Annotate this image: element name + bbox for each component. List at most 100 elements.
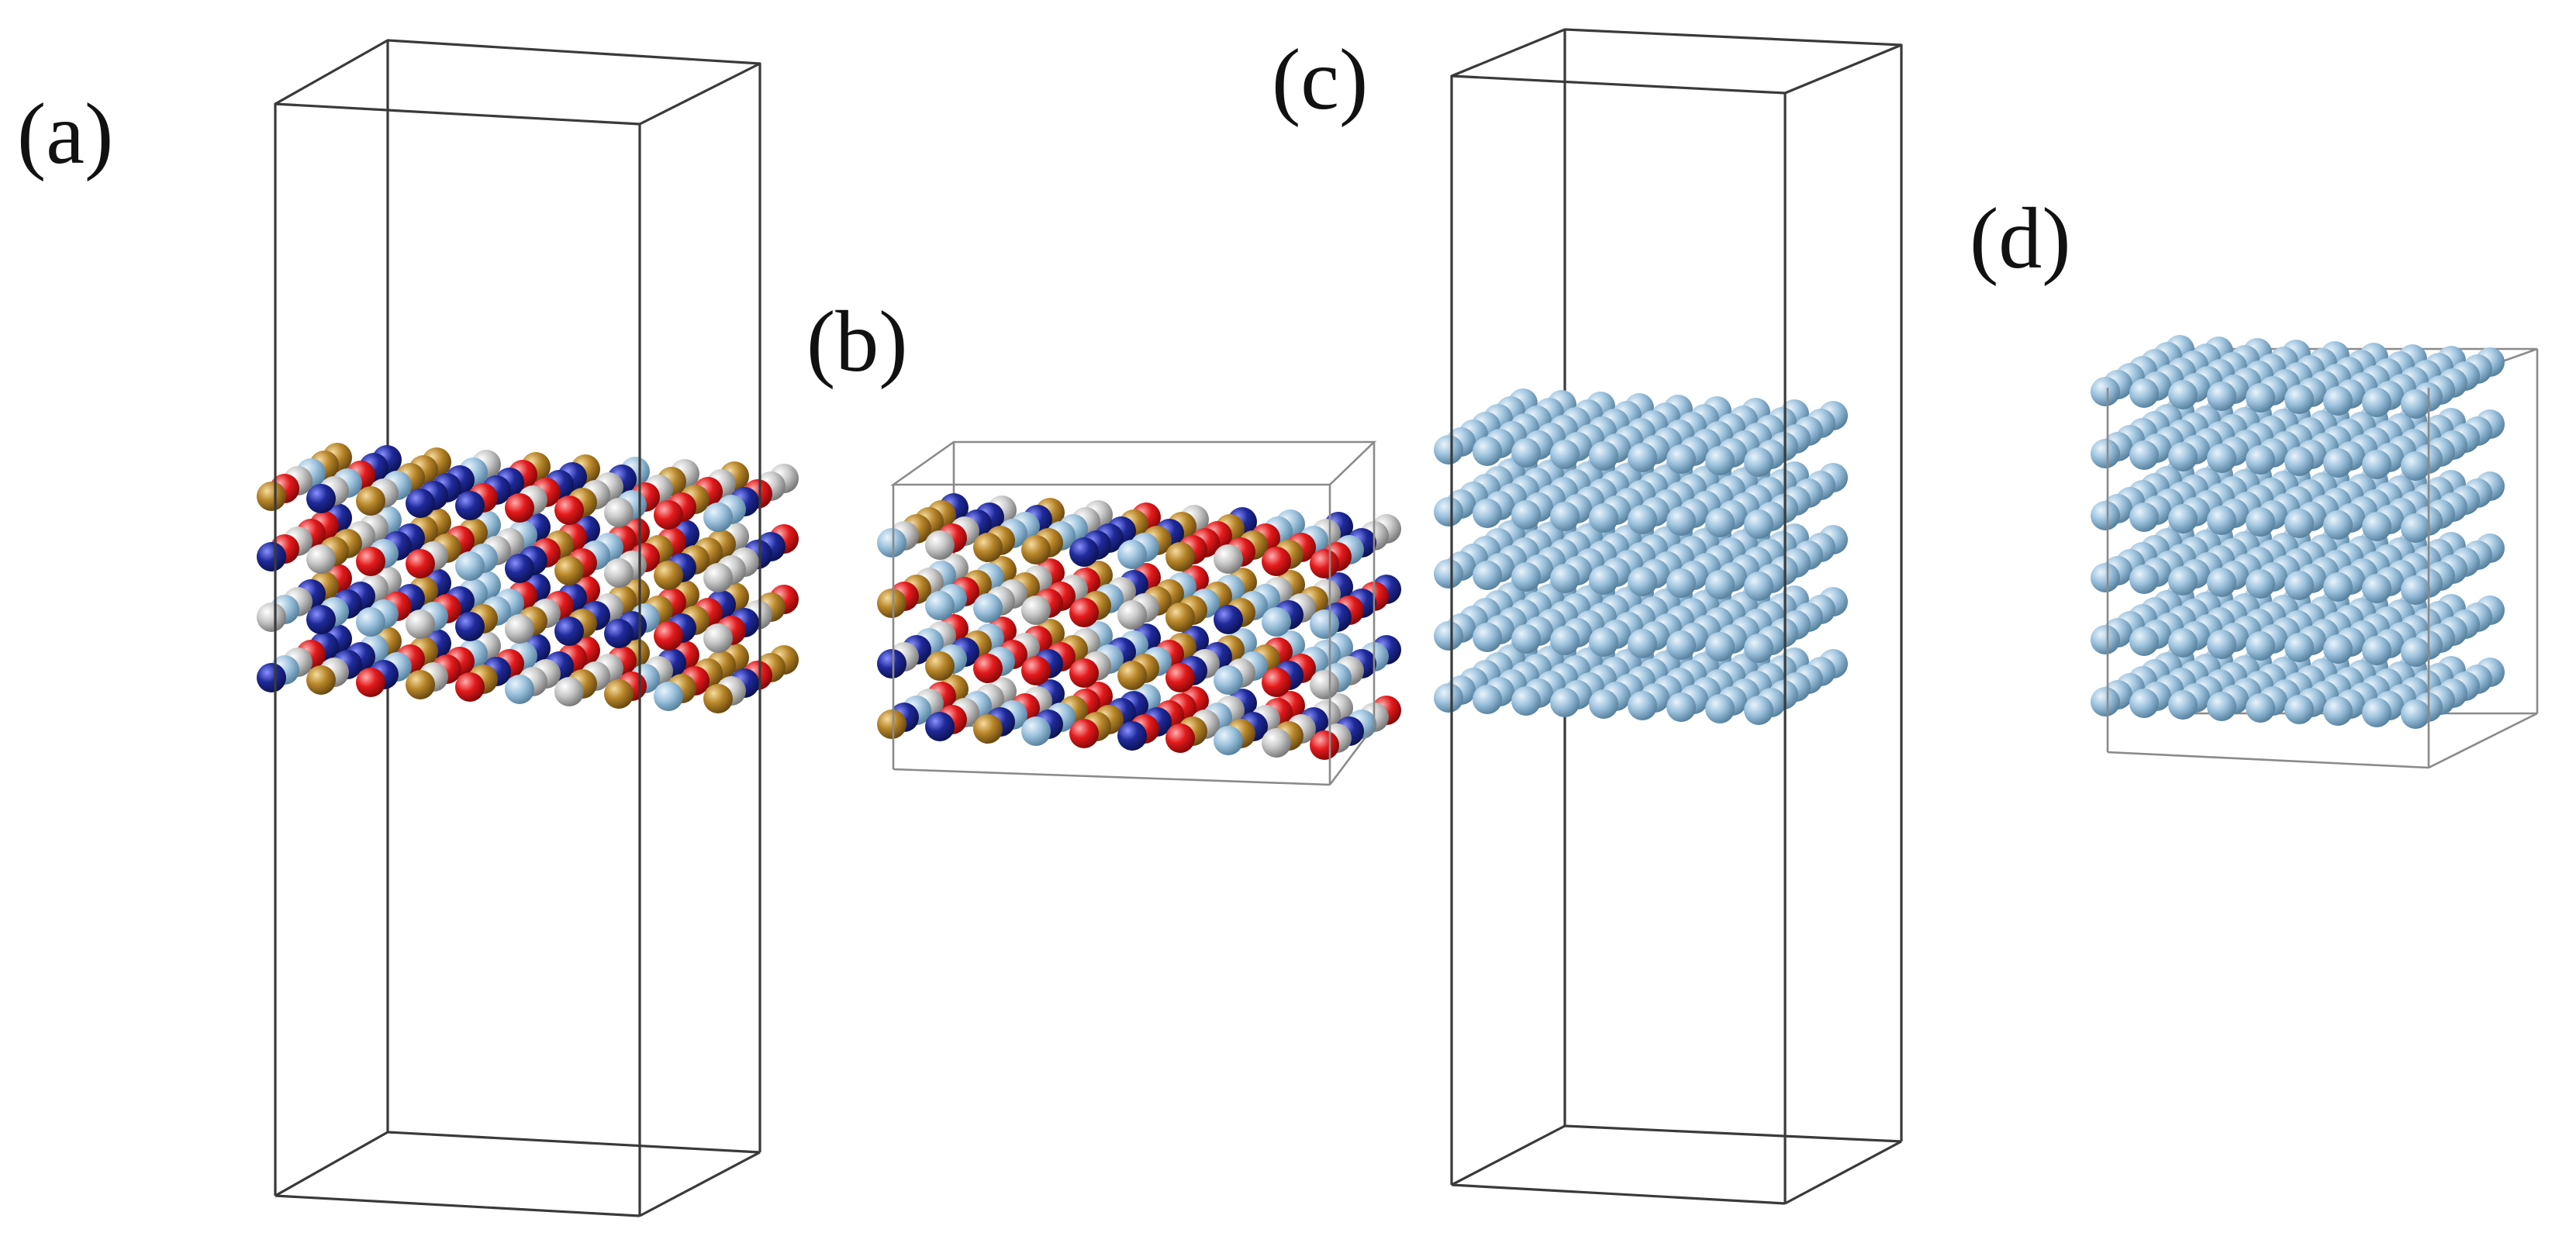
atom-light-blue (2323, 510, 2353, 540)
atom-light-blue (2284, 633, 2314, 662)
atom-light-blue (2091, 563, 2120, 592)
atom-gold (1021, 535, 1051, 565)
atom-gold (257, 482, 286, 511)
atom-light-blue (2168, 504, 2198, 533)
atom-gold (306, 665, 336, 695)
atom-light-blue (1628, 629, 1657, 658)
atom-light-blue (2401, 451, 2430, 481)
atom-light-blue (877, 528, 906, 558)
atom-red (1069, 658, 1099, 688)
atom-light-blue (2129, 565, 2159, 594)
atom-light-blue (2362, 636, 2391, 665)
atom-silver (604, 498, 634, 527)
atom-light-blue (2284, 385, 2314, 414)
atom-light-blue (2129, 627, 2159, 656)
atom-light-blue (1705, 570, 1735, 599)
atom-light-blue (973, 593, 1003, 623)
atom-gold (877, 710, 906, 739)
panel-c: (c) (1272, 28, 1903, 1205)
atom-light-blue (654, 682, 683, 711)
atom-silver (257, 603, 286, 632)
atom-light-blue (2168, 442, 2198, 471)
atom-light-blue (1214, 726, 1243, 755)
panel-b: (b) (806, 294, 1401, 786)
panel-c-cell-front (1450, 45, 1903, 1205)
atom-red (406, 549, 435, 578)
atom-silver (604, 558, 634, 588)
atom-light-blue (703, 502, 733, 532)
atom-light-blue (2091, 439, 2120, 468)
atom-gold (1165, 542, 1195, 571)
atom-light-blue (1117, 540, 1147, 569)
atom-dark-blue (257, 542, 286, 571)
atom-light-blue (1744, 634, 1773, 663)
atom-light-blue (2246, 693, 2275, 723)
atom-gold (973, 533, 1003, 562)
atom-light-blue (1628, 691, 1657, 720)
atom-light-blue (2284, 695, 2314, 724)
atom-light-blue (2246, 507, 2275, 537)
panel-b-label: (b) (806, 294, 908, 390)
atom-dark-blue (306, 605, 336, 634)
panel-d-cell-front (2106, 349, 2539, 769)
atom-gold (703, 684, 733, 713)
atom-dark-blue (306, 484, 336, 513)
atom-light-blue (1628, 443, 1657, 472)
atom-dark-blue (257, 663, 286, 692)
atom-light-blue (2401, 389, 2430, 419)
atom-silver (554, 677, 584, 706)
atom-dark-blue (604, 619, 634, 648)
atom-silver (703, 623, 733, 653)
atom-light-blue (2129, 378, 2159, 408)
atom-light-blue (1434, 435, 1463, 464)
atom-silver (925, 530, 955, 560)
atom-gold (356, 486, 385, 516)
atom-dark-blue (554, 616, 584, 646)
atom-silver (306, 544, 336, 574)
atom-light-blue (1434, 683, 1463, 713)
atom-light-blue (1666, 444, 1696, 474)
atom-light-blue (2246, 569, 2275, 599)
atom-dark-blue (1117, 721, 1147, 751)
atom-red (973, 654, 1003, 683)
atom-silver (505, 614, 534, 644)
panel-b-atoms (877, 493, 1401, 760)
atom-light-blue (2207, 506, 2236, 535)
atom-dark-blue (505, 554, 534, 583)
atom-silver (703, 563, 733, 592)
atom-light-blue (1473, 437, 1502, 466)
atom-light-blue (505, 675, 534, 704)
atom-light-blue (1744, 447, 1773, 477)
atom-light-blue (1021, 717, 1051, 746)
atom-gold (406, 670, 435, 699)
atom-light-blue (1473, 561, 1502, 590)
atom-silver (1310, 670, 1339, 699)
atom-light-blue (1705, 632, 1735, 661)
atom-light-blue (1434, 621, 1463, 651)
atom-light-blue (2323, 634, 2353, 664)
atom-light-blue (2401, 637, 2430, 667)
atom-light-blue (2362, 698, 2391, 727)
atom-light-blue (2091, 501, 2120, 530)
atom-light-blue (1550, 626, 1580, 655)
atom-light-blue (2362, 512, 2391, 541)
atom-gold (604, 679, 634, 709)
atom-light-blue (1511, 500, 1541, 530)
atom-light-blue (2207, 630, 2236, 659)
atom-light-blue (925, 591, 955, 620)
atom-dark-blue (925, 712, 955, 741)
atom-light-blue (1550, 688, 1580, 717)
atom-light-blue (1473, 685, 1502, 714)
atom-light-blue (2284, 509, 2314, 538)
atom-gold (1165, 603, 1195, 632)
atom-red (356, 547, 385, 576)
atom-light-blue (2284, 571, 2314, 600)
atom-light-blue (1550, 440, 1580, 469)
atom-light-blue (2129, 502, 2159, 532)
atom-light-blue (1705, 694, 1735, 723)
atom-light-blue (2362, 574, 2391, 603)
atom-gold (973, 714, 1003, 744)
atom-light-blue (1434, 559, 1463, 589)
atom-light-blue (1666, 630, 1696, 660)
atom-light-blue (1511, 562, 1541, 592)
